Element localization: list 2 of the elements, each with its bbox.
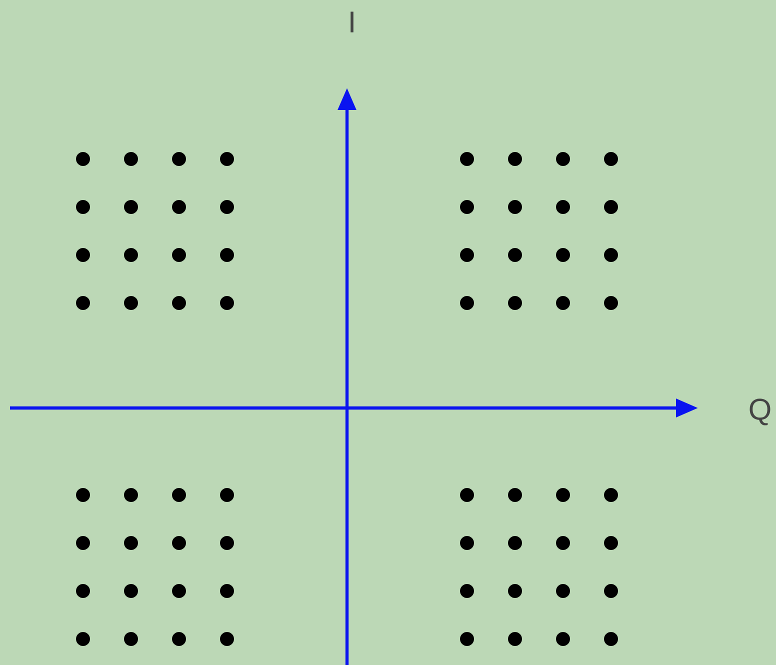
axis-label: I: [350, 12, 354, 32]
axis-label: Q: [750, 398, 770, 426]
